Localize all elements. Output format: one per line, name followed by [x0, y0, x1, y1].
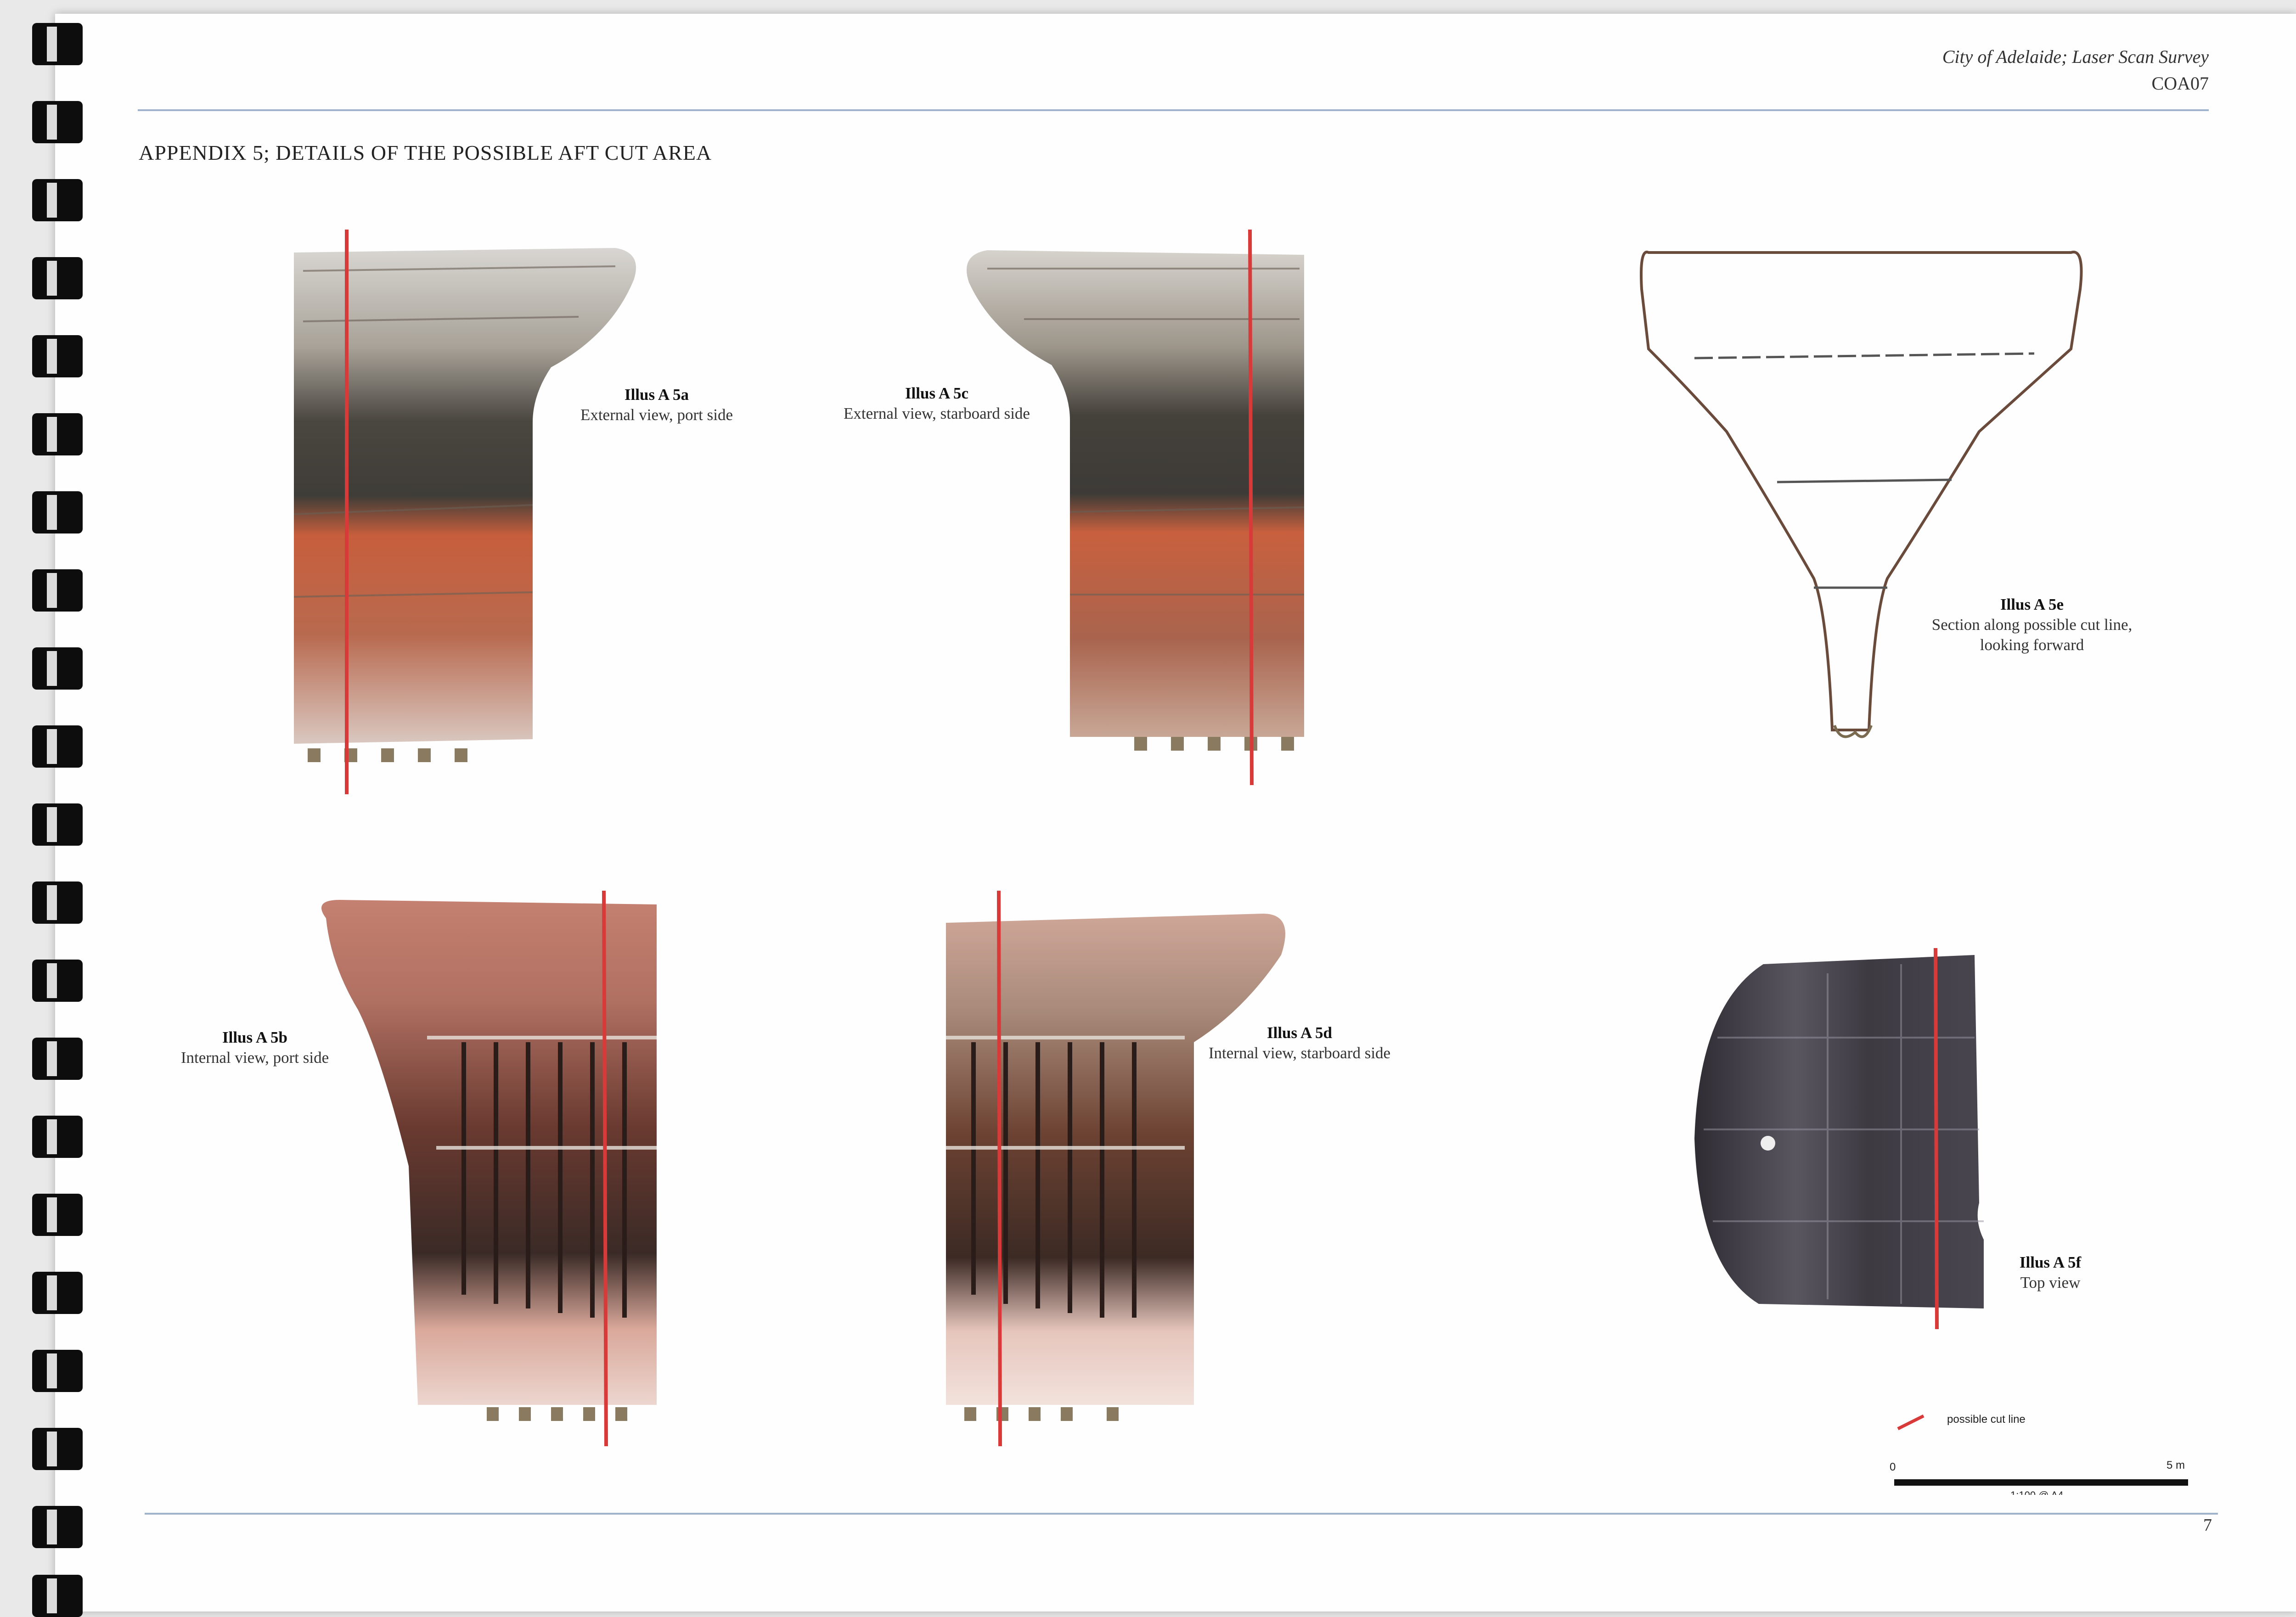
appendix-title: APPENDIX 5; DETAILS OF THE POSSIBLE AFT …	[139, 141, 712, 164]
report-code: COA07	[2151, 73, 2209, 94]
report-title: City of Adelaide; Laser Scan Survey	[1942, 46, 2209, 67]
illus-5e-desc-2: looking forward	[1980, 636, 2084, 654]
illus-5e-label: Illus A 5e	[2000, 595, 2064, 613]
illus-5d-desc: Internal view, starboard side	[1208, 1044, 1391, 1062]
illus-5b-label: Illus A 5b	[222, 1028, 288, 1046]
illus-5a-desc: External view, port side	[580, 406, 733, 424]
illus-5a-caption: Illus A 5a External view, port side	[560, 385, 753, 425]
cut-line-legend-icon	[1894, 1413, 1931, 1432]
footer-rule	[145, 1513, 2218, 1515]
illus-5c-caption: Illus A 5c External view, starboard side	[827, 383, 1047, 424]
illus-5f-caption: Illus A 5f Top view	[1995, 1252, 2105, 1293]
illus-5e-image	[1639, 239, 2089, 753]
illus-5e-caption: Illus A 5e Section along possible cut li…	[1908, 595, 2156, 655]
illus-5e-desc-1: Section along possible cut line,	[1931, 616, 2133, 634]
illus-5f-desc: Top view	[2020, 1274, 2081, 1291]
illus-5a-label: Illus A 5a	[624, 386, 689, 404]
illus-5b-caption: Illus A 5b Internal view, port side	[156, 1027, 354, 1068]
page-number: 7	[2203, 1516, 2212, 1535]
scale-end-label: 5 m	[2167, 1459, 2185, 1471]
cut-line-legend-label: possible cut line	[1947, 1413, 2026, 1426]
illus-5d-caption: Illus A 5d Internal view, starboard side	[1189, 1023, 1410, 1063]
scale-ratio-label: 1:100 @ A4	[2010, 1489, 2063, 1495]
illus-5c-image	[960, 227, 1304, 790]
illus-5f-image	[1690, 946, 1984, 1331]
illus-5b-image	[312, 891, 657, 1449]
illus-5d-image	[946, 891, 1295, 1449]
illus-5a-image	[294, 230, 643, 794]
scale-start-label: 0	[1890, 1461, 1896, 1473]
scale-bar	[1894, 1479, 2188, 1486]
spiral-binding	[0, 0, 106, 1617]
header-rule	[138, 109, 2209, 111]
illus-5c-label: Illus A 5c	[905, 384, 969, 402]
illus-5f-label: Illus A 5f	[2019, 1253, 2082, 1271]
illus-5b-desc: Internal view, port side	[180, 1049, 329, 1067]
illus-5d-label: Illus A 5d	[1266, 1024, 1333, 1042]
illus-5c-desc: External view, starboard side	[844, 404, 1030, 422]
